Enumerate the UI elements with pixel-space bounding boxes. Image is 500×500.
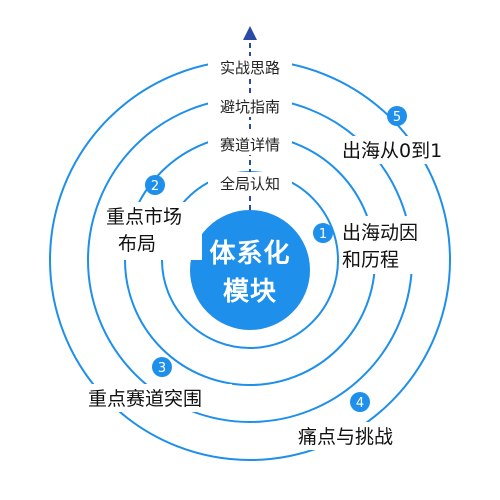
ring-label-group: 全局认知 赛道详情 避坑指南 实战思路 — [208, 56, 292, 194]
topic-2-line-2: 布局 — [118, 233, 156, 255]
badge-1: 1 — [313, 223, 333, 243]
topic-labels: 出海动因 和历程 重点市场 布局 重点赛道突围 痛点与挑战 出海从0到1 — [86, 136, 472, 450]
badge-5: 5 — [387, 106, 407, 126]
arrow-head-icon — [243, 26, 257, 40]
topic-5-line-1: 出海从0到1 — [342, 140, 442, 162]
ring-label-3: 避坑指南 — [220, 98, 280, 116]
badge-3: 3 — [152, 357, 172, 377]
core-circle — [190, 210, 310, 330]
badge-2: 2 — [145, 175, 165, 195]
badge-number-2: 2 — [151, 179, 159, 194]
ring-label-4: 实战思路 — [220, 59, 280, 77]
topic-1-line-1: 出海动因 — [342, 222, 418, 244]
core-line-2: 模块 — [223, 277, 277, 307]
core-line-1: 体系化 — [209, 239, 290, 269]
topic-1-line-2: 和历程 — [342, 249, 399, 271]
topic-3-line-1: 重点赛道突围 — [88, 388, 202, 410]
badge-number-3: 3 — [158, 361, 166, 376]
topic-2-line-1: 重点市场 — [106, 206, 182, 228]
topic-4-line-1: 痛点与挑战 — [298, 426, 393, 448]
ring-label-2: 赛道详情 — [220, 136, 280, 154]
badge-number-4: 4 — [356, 396, 364, 411]
badge-4: 4 — [350, 392, 370, 412]
badge-number-5: 5 — [393, 110, 401, 125]
badge-number-1: 1 — [319, 227, 327, 242]
ring-label-1: 全局认知 — [220, 175, 280, 193]
topic-badges: 1 2 3 4 5 — [145, 106, 407, 412]
core-module: 体系化 模块 — [190, 210, 310, 330]
